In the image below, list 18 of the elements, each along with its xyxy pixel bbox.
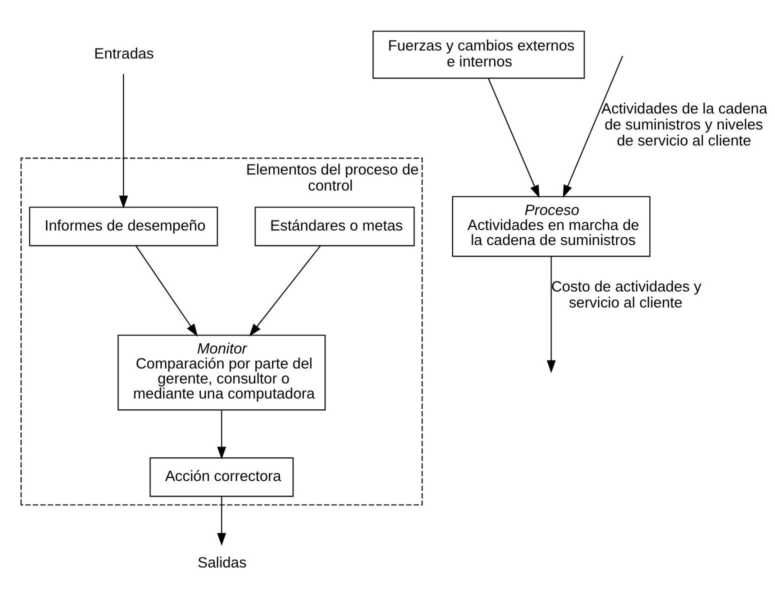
node-box: Estándares o metas — [254, 206, 415, 246]
node-box: Fuerzas y cambios externos e internos — [372, 30, 585, 79]
node-text: Entradas — [94, 46, 154, 63]
arrow — [562, 56, 624, 198]
arrow — [135, 245, 198, 337]
arrow — [119, 74, 128, 208]
arrow — [488, 78, 540, 198]
node-box: Acción correctora — [150, 457, 294, 497]
edge-label: Costo de actividades y servicio al cliente — [551, 278, 702, 312]
node-box: Monitor Comparación por parte del gerente, consultor o mediante una computadora — [118, 334, 326, 410]
arrow — [546, 256, 556, 374]
arrow — [217, 496, 226, 546]
edge-label: Actividades de la cadena de suministros y niveles de servicio al cliente — [601, 100, 768, 150]
node-box: Informes de desempeño — [29, 206, 218, 246]
arrow — [249, 245, 321, 336]
node-box: Proceso Actividades en marcha de la cadena de suministros — [452, 196, 650, 257]
arrow — [217, 410, 226, 460]
node-text: Salidas — [198, 554, 247, 572]
